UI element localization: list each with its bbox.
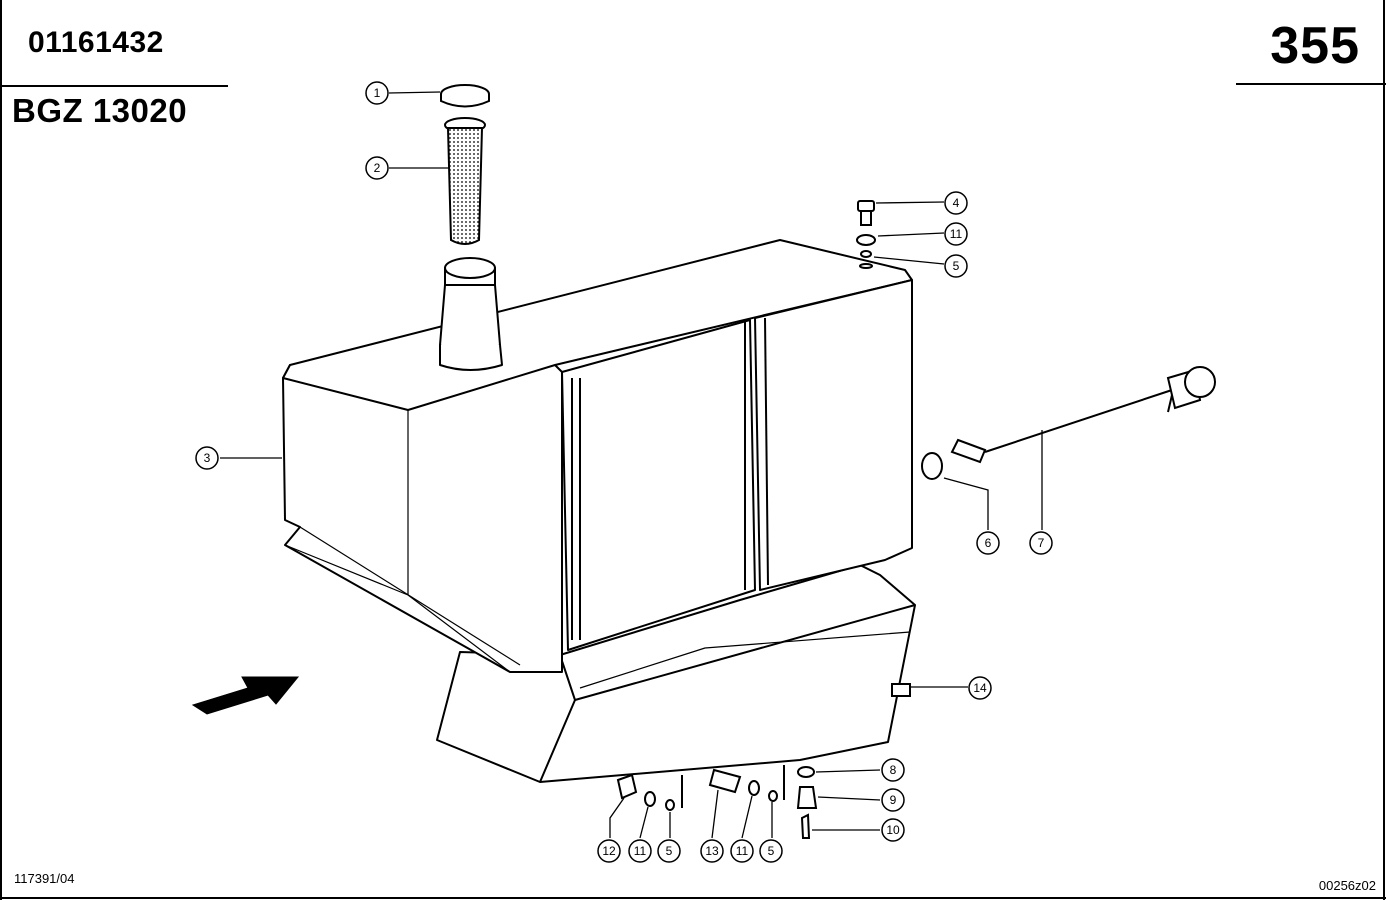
fuel-tank	[282, 239, 916, 783]
callout-label: 1	[374, 86, 381, 100]
callout-circle	[944, 254, 968, 278]
callout-label: 5	[953, 259, 960, 273]
callout-4: 4	[944, 191, 968, 215]
callout-label: 2	[374, 161, 381, 175]
callout-circle	[881, 818, 905, 842]
callout-1: 1	[365, 81, 389, 105]
filler-cap	[440, 84, 490, 108]
callout-circle	[365, 81, 389, 105]
callout-label: 5	[768, 844, 775, 858]
callout-label: 9	[890, 793, 897, 807]
vent-screw-assembly	[856, 200, 876, 269]
callout-label: 4	[953, 196, 960, 210]
page-number: 355	[1270, 17, 1360, 75]
callout-circle	[700, 839, 724, 863]
callout-5: 5	[944, 254, 968, 278]
callout-12: 12	[597, 839, 621, 863]
filler-strainer	[444, 117, 486, 245]
callout-14: 14	[968, 676, 992, 700]
callout-circle	[968, 676, 992, 700]
callout-7: 7	[1029, 531, 1053, 555]
drain-fittings	[616, 765, 818, 839]
callout-6: 6	[976, 531, 1000, 555]
callout-circle	[195, 446, 219, 470]
callout-circle	[365, 156, 389, 180]
callout-label: 11	[634, 844, 647, 858]
callout-9: 9	[881, 788, 905, 812]
leader-lines	[220, 91, 1043, 839]
callout-circle	[628, 839, 652, 863]
callout-11: 11	[944, 222, 968, 246]
drawing-reference: 117391/04	[14, 871, 75, 886]
callout-13: 13	[700, 839, 724, 863]
callout-circle	[597, 839, 621, 863]
part-number: 01161432	[28, 26, 164, 59]
callout-circle	[881, 758, 905, 782]
callout-circle	[759, 839, 783, 863]
callout-label: 13	[705, 844, 719, 858]
label-plate	[891, 683, 911, 697]
callout-label: 5	[666, 844, 673, 858]
callout-label: 14	[973, 681, 987, 695]
callout-5: 5	[759, 839, 783, 863]
callout-circle	[1029, 531, 1053, 555]
callout-circle	[944, 222, 968, 246]
image-reference: 00256z02	[1318, 878, 1376, 893]
callout-label: 11	[736, 844, 749, 858]
callout-label: 11	[950, 227, 963, 241]
direction-arrow	[191, 676, 300, 715]
callout-8: 8	[881, 758, 905, 782]
callout-circle	[730, 839, 754, 863]
group-code: BGZ 13020	[12, 92, 188, 129]
callout-3: 3	[195, 446, 219, 470]
callout-label: 6	[985, 536, 992, 550]
callout-5: 5	[657, 839, 681, 863]
callout-label: 8	[890, 763, 897, 777]
callout-label: 10	[886, 823, 900, 837]
callout-circle	[881, 788, 905, 812]
callout-circle	[944, 191, 968, 215]
callout-11: 11	[628, 839, 652, 863]
callout-11: 11	[730, 839, 754, 863]
callout-2: 2	[365, 156, 389, 180]
callout-circle	[657, 839, 681, 863]
callout-label: 12	[602, 844, 616, 858]
callout-circle	[976, 531, 1000, 555]
fuel-level-sender	[921, 366, 1216, 480]
callout-10: 10	[881, 818, 905, 842]
callout-label: 3	[204, 451, 211, 465]
callout-label: 7	[1038, 536, 1045, 550]
